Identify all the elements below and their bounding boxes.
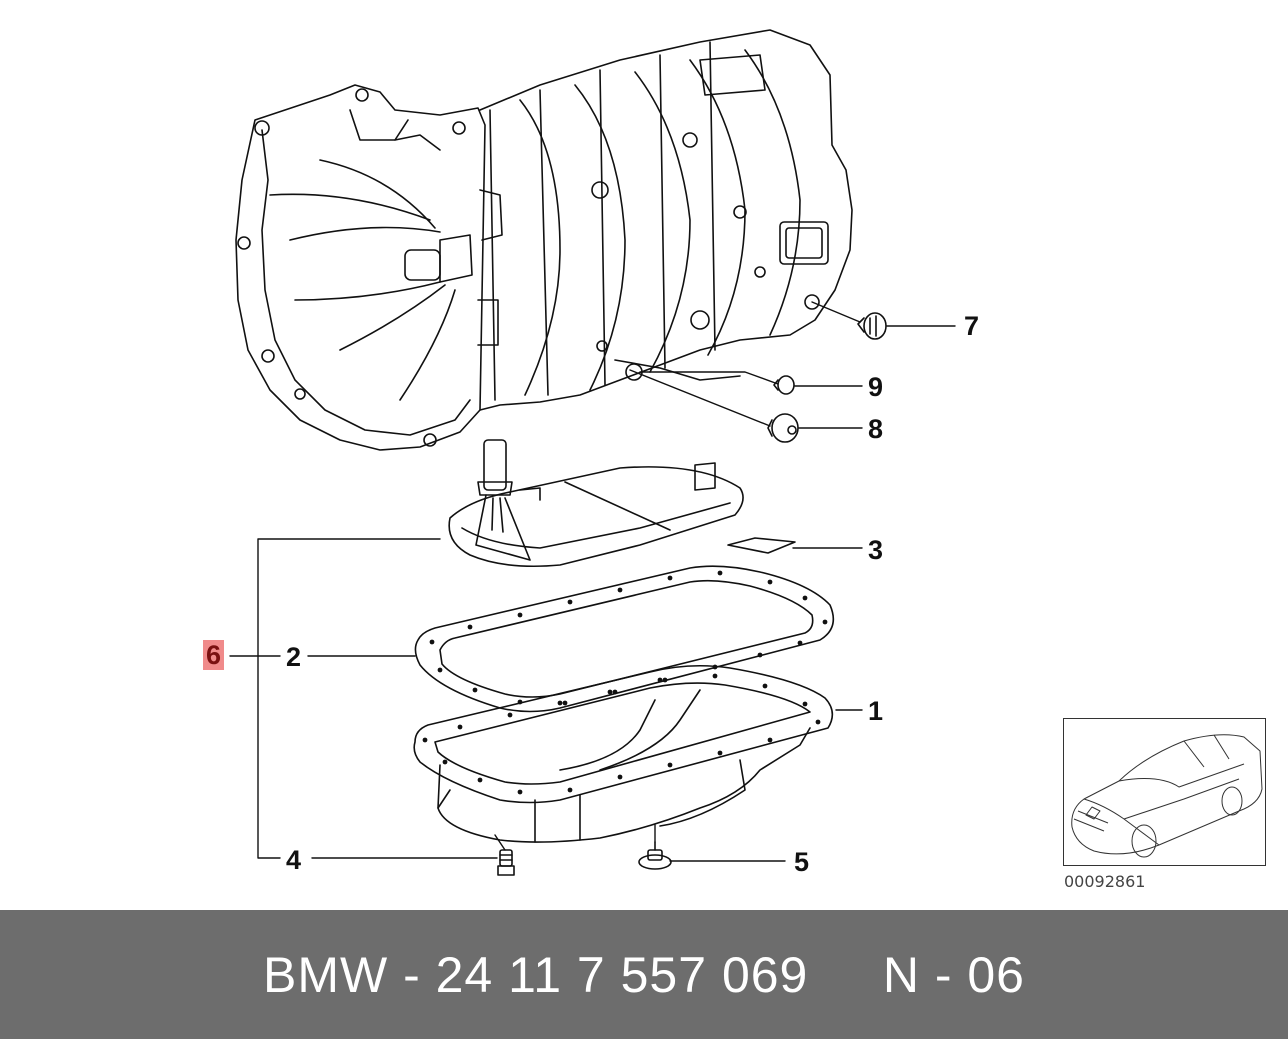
callout-1: 1: [868, 696, 884, 726]
car-thumbnail: [1063, 718, 1266, 866]
callout-2: 2: [286, 642, 302, 672]
callout-5: 5: [794, 847, 810, 877]
part-number-text: BMW - 24 11 7 557 069 N - 06: [263, 946, 1025, 1003]
plug-9: [773, 375, 795, 395]
callout-9: 9: [868, 372, 884, 402]
callout-7: 7: [964, 311, 980, 341]
callout-8: 8: [868, 414, 884, 444]
pan-gasket: [414, 565, 835, 713]
part-3-ring: [727, 537, 796, 554]
oil-filter: [448, 439, 744, 568]
parts-diagram: [229, 29, 956, 876]
oil-pan: [413, 664, 834, 843]
plug-8: [767, 413, 799, 443]
transmission-housing: [235, 29, 853, 451]
reference-number: 00092861: [1064, 872, 1146, 891]
bolt-4: [497, 849, 515, 876]
callout-3: 3: [868, 535, 884, 565]
plug-7: [857, 312, 887, 340]
footer-bar: BMW - 24 11 7 557 069 N - 06: [0, 910, 1288, 1039]
leader-lines: [229, 301, 956, 862]
callout-6-highlighted: 6: [203, 640, 225, 670]
drain-plug-5: [638, 841, 672, 870]
car-icon: [1071, 734, 1263, 858]
callout-4: 4: [286, 845, 302, 875]
